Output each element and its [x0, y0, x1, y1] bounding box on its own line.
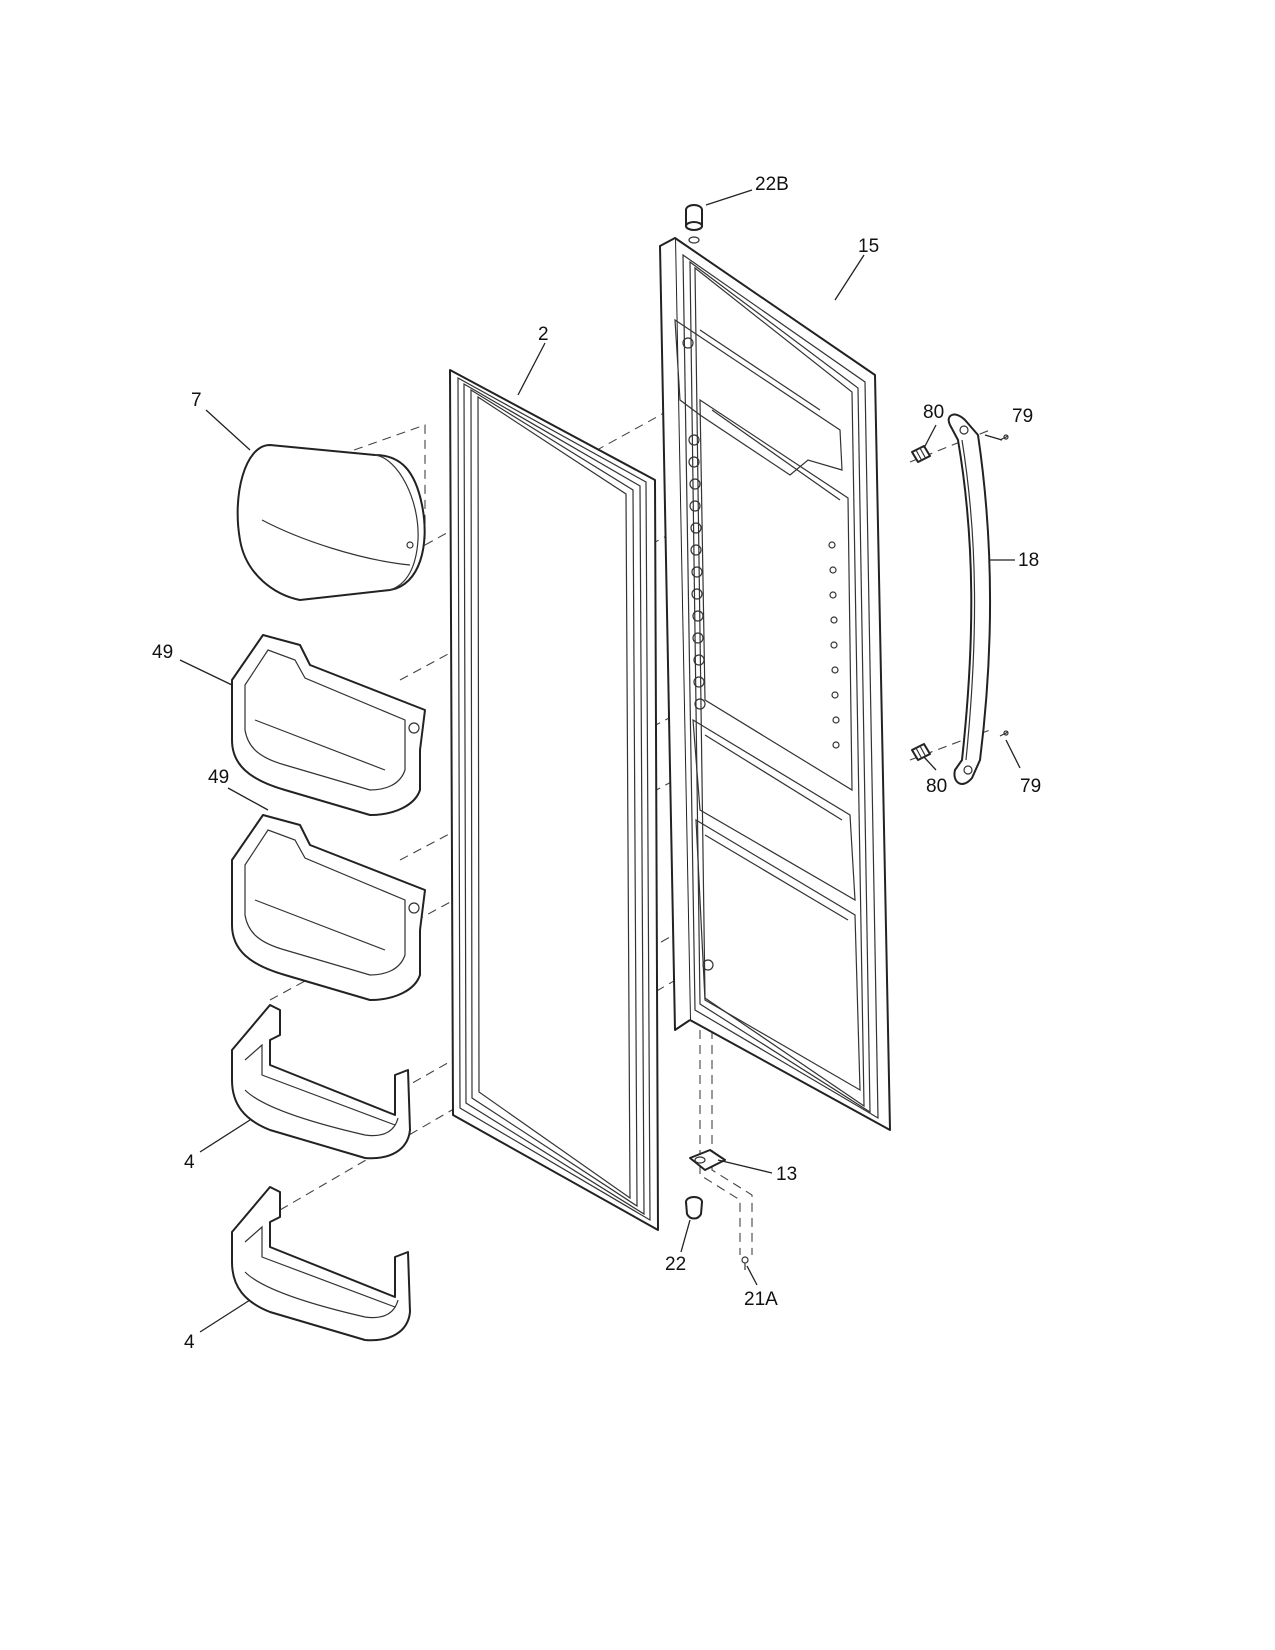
hinge-plug-top [685, 204, 703, 244]
callout-hinge-plug-top: 22B [755, 174, 789, 195]
callout-screw-bottom: 79 [1020, 776, 1041, 797]
door-handle [947, 413, 991, 785]
door-bin-lower-1 [231, 1004, 411, 1160]
callout-door-bin-lower-1: 4 [184, 1152, 195, 1173]
leader-lines [179, 189, 1021, 1333]
door-bin-middle [231, 814, 426, 1001]
door-bin-upper [231, 634, 426, 816]
callout-labels: 22B 15 2 7 49 49 4 4 18 79 79 80 80 13 2… [152, 174, 1041, 1353]
screw-bottom [999, 730, 1009, 737]
callout-hinge-bushing-bottom: 22 [665, 1254, 686, 1275]
hinge-bushing-bottom [685, 1196, 703, 1220]
door-gasket [449, 369, 659, 1231]
hinge-screw [741, 1256, 749, 1270]
callout-door-liner: 15 [858, 236, 879, 257]
rail-bumps-left [688, 434, 706, 710]
callout-door-gasket: 2 [538, 324, 549, 345]
callout-hinge-screw: 21A [744, 1289, 778, 1310]
callout-door-bin-upper: 49 [152, 642, 173, 663]
callout-bushing-top: 80 [923, 402, 944, 423]
bushing-top [911, 445, 931, 463]
bushing-bottom [911, 743, 931, 761]
callout-door-handle: 18 [1018, 550, 1039, 571]
callout-door-bin-lower-2: 4 [184, 1332, 195, 1353]
hinge-bracket [689, 1149, 726, 1171]
callout-hinge-bracket: 13 [776, 1164, 797, 1185]
dairy-bin [236, 444, 426, 601]
door-bin-lower-2 [231, 1186, 411, 1342]
callout-bushing-bottom: 80 [926, 776, 947, 797]
callout-door-bin-middle: 49 [208, 767, 229, 788]
callout-screw-top: 79 [1012, 406, 1033, 427]
door-liner [659, 237, 891, 1131]
callout-dairy-bin: 7 [191, 390, 202, 411]
rail-bumps-right [828, 541, 840, 749]
